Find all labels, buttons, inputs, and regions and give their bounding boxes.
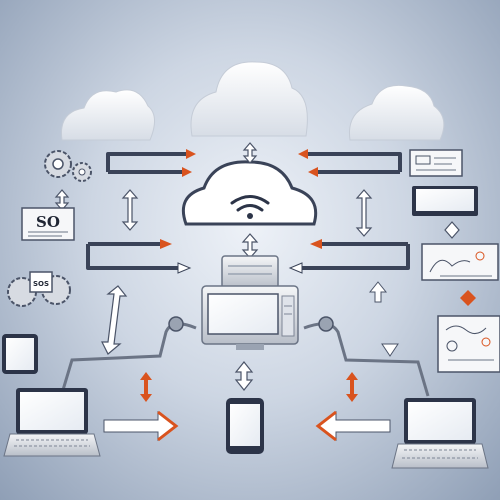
double-arrow-left	[121, 189, 139, 231]
laptop-icon	[3, 388, 101, 457]
smartphone-icon	[2, 334, 38, 374]
gear-icon	[44, 150, 92, 182]
down-arrow	[381, 343, 399, 357]
desktop-computer-icon	[201, 255, 299, 350]
sketch-card-icon	[437, 315, 500, 373]
vertical-double-arrows	[54, 142, 460, 391]
arrow-head-2	[182, 167, 192, 177]
arrow-head-5	[160, 239, 172, 249]
diamond-arrow-right	[444, 221, 460, 239]
gear-card-left: SOS	[7, 271, 71, 307]
wifi-cloud-node	[181, 160, 318, 226]
hub-cables	[58, 316, 430, 401]
cloud-center	[190, 61, 308, 137]
tablet-icon	[412, 186, 478, 216]
double-arrow-top	[242, 142, 258, 164]
cloud-left	[60, 89, 155, 141]
arrow-head-4	[308, 167, 318, 177]
connector-arrowheads	[160, 149, 322, 274]
hub-screen	[207, 293, 279, 335]
arrow-head-8	[288, 262, 303, 274]
up-arrow	[368, 281, 388, 303]
svg-text:SOS: SOS	[33, 280, 49, 288]
laptop-icon	[391, 398, 489, 469]
horizontal-arrows	[103, 410, 391, 442]
double-arrow-small-left	[54, 189, 70, 211]
chart-card-icon	[421, 243, 499, 281]
arrow-head-1	[186, 149, 196, 159]
cloud-right	[348, 84, 445, 141]
arrow-head-7	[310, 239, 322, 249]
double-arrow-mid	[241, 233, 259, 259]
orange-double-arrows	[140, 290, 476, 402]
arrow-head-6	[177, 262, 192, 274]
hub-router	[221, 255, 279, 289]
double-arrow-bottom	[234, 361, 254, 391]
chart-card-icon	[409, 149, 463, 177]
double-arrow-right	[355, 189, 373, 237]
double-arrow-far-left	[101, 285, 128, 355]
arrow-head-3	[298, 149, 308, 159]
smartphone-icon	[226, 398, 264, 454]
logo-so-text: SO	[36, 213, 60, 231]
wifi-icon	[230, 195, 270, 219]
logo-card-top-left: SO	[21, 207, 75, 241]
connector-lines	[86, 152, 410, 270]
